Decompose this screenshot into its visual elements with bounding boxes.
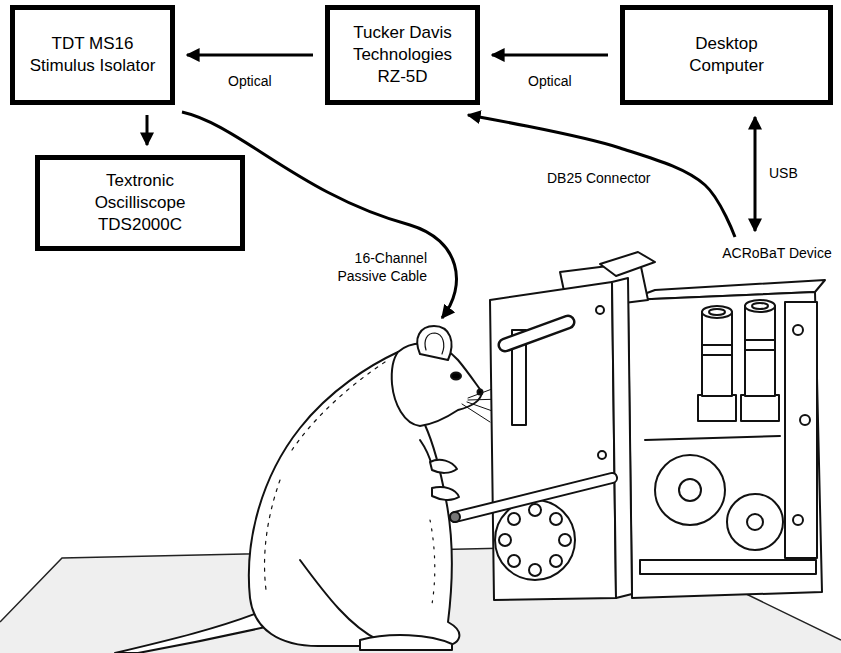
acrobat-device-illustration-part xyxy=(490,282,616,600)
acrobat-device-illustration-part xyxy=(600,252,655,276)
cable-label: 16-Channel Passive Cable xyxy=(325,250,429,285)
acrobat-device-illustration-part xyxy=(598,451,606,459)
acrobat-device-illustration-part xyxy=(596,306,604,314)
acrobat-device-illustration-part xyxy=(645,436,780,440)
rat-illustration-part xyxy=(360,635,452,650)
acrobat-device-illustration-part xyxy=(702,345,732,355)
usb-cable xyxy=(754,117,757,231)
acrobat-device-illustration-part xyxy=(785,302,817,558)
acrobat-device-illustration-part xyxy=(702,312,732,396)
stimulus-isolator-box: TDT MS16 Stimulus Isolator xyxy=(10,5,175,105)
acrobat-device-illustration-part xyxy=(640,560,816,574)
oscilloscope-box: Textronic Oscilliscope TDS2000C xyxy=(35,155,245,251)
acrobat-device-illustration-part xyxy=(745,300,775,312)
connector-label: Optical xyxy=(526,73,574,91)
acrobat-device-illustration-part xyxy=(529,504,541,516)
acrobat-device-illustration-part xyxy=(745,340,775,350)
rat-illustration-part xyxy=(292,362,385,450)
rat-illustration-part xyxy=(451,373,461,380)
acrobat-device-illustration-part xyxy=(550,513,562,525)
node-text: Textronic Oscilliscope TDS2000C xyxy=(75,170,205,235)
acrobat-device-illustration-part xyxy=(450,512,460,522)
connector-label: USB xyxy=(767,165,800,183)
acrobat-device-illustration-part xyxy=(455,478,612,517)
acrobat-device-illustration xyxy=(450,252,825,600)
acrobat-device-illustration-part xyxy=(508,513,520,525)
optical-arrow xyxy=(187,54,313,57)
acrobat-device-illustration-part xyxy=(745,306,775,396)
rat-illustration-part xyxy=(417,326,451,360)
device-label: ACRoBaT Device xyxy=(720,243,834,265)
acrobat-device-illustration-part xyxy=(709,309,725,315)
acrobat-device-illustration-part xyxy=(679,479,701,501)
processor-box: Tucker Davis Technologies RZ-5D xyxy=(325,5,480,105)
acrobat-device-illustration-part xyxy=(499,534,511,546)
node-text: Desktop Computer xyxy=(667,33,787,77)
rat-illustration-part xyxy=(115,610,270,653)
computer-box: Desktop Computer xyxy=(620,5,833,105)
optical-arrow xyxy=(492,54,608,57)
rat-illustration-part xyxy=(425,333,444,354)
acrobat-device-illustration-part xyxy=(752,303,768,309)
acrobat-device-illustration-part xyxy=(612,278,632,598)
acrobat-device-illustration-part xyxy=(508,555,520,567)
acrobat-device-illustration-part xyxy=(550,555,562,567)
acrobat-device-illustration-part xyxy=(727,494,783,550)
node-text: Tucker Davis Technologies RZ-5D xyxy=(343,22,463,87)
rat-illustration-part xyxy=(430,520,435,604)
rat-illustration-part xyxy=(430,460,457,473)
connector-label: Optical xyxy=(226,73,274,91)
acrobat-device-illustration-part xyxy=(559,534,571,546)
node-text: TDT MS16 Stimulus Isolator xyxy=(25,33,160,77)
acrobat-device-illustration-part xyxy=(793,515,803,525)
rat-illustration-part xyxy=(432,487,459,500)
rat-illustration xyxy=(115,326,503,653)
rat-illustration-part xyxy=(265,480,280,590)
acrobat-device-illustration-part xyxy=(495,500,575,580)
connector-label: DB25 Connector xyxy=(545,170,653,188)
acrobat-device-illustration-part xyxy=(747,514,763,530)
db25-cable xyxy=(468,115,735,237)
acrobat-device-illustration-part xyxy=(655,455,725,525)
acrobat-device-illustration-part xyxy=(741,395,779,421)
rat-illustration-part xyxy=(300,560,378,640)
node-text: ACRoBaT Device xyxy=(722,245,831,263)
acrobat-device-illustration-part xyxy=(505,322,568,345)
acrobat-device-illustration-part xyxy=(505,322,568,345)
acrobat-device-illustration-part xyxy=(800,415,810,425)
acrobat-device-illustration-part xyxy=(455,478,612,517)
acrobat-device-illustration-part xyxy=(628,292,822,598)
acrobat-device-illustration-part xyxy=(529,564,541,576)
acrobat-device-illustration-part xyxy=(698,395,736,421)
acrobat-device-illustration-part xyxy=(702,306,732,318)
signal-arrow xyxy=(146,115,149,145)
acrobat-device-illustration-part xyxy=(793,325,803,335)
